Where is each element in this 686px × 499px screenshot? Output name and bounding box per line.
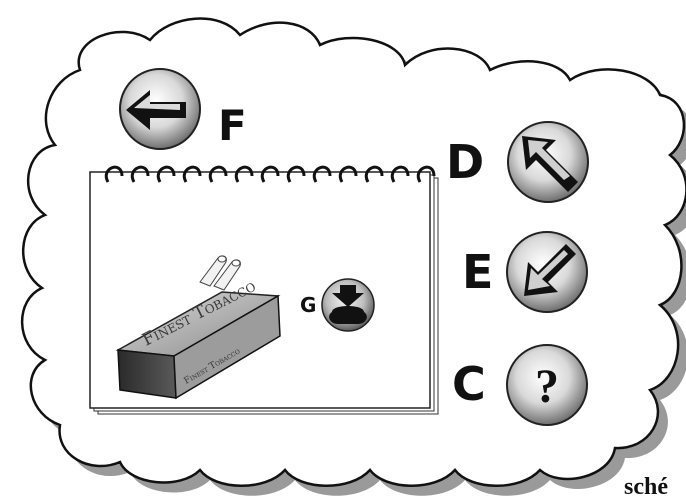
down-left-button[interactable] [507, 232, 587, 312]
label-e: E [462, 245, 493, 299]
tobacco-box-front [118, 350, 176, 398]
help-button[interactable]: ? [507, 345, 587, 425]
notebook: Finest Tobacco Finest Tobacco G [90, 167, 438, 414]
label-d: D [446, 135, 484, 189]
question-mark-icon: ? [535, 360, 559, 413]
bin-button[interactable] [322, 279, 374, 331]
caption-text: sché [624, 474, 668, 499]
label-g: G [300, 293, 316, 317]
up-left-button[interactable] [508, 122, 588, 202]
back-button[interactable] [120, 69, 200, 149]
label-c: C [452, 357, 486, 411]
label-f: F [218, 101, 247, 150]
